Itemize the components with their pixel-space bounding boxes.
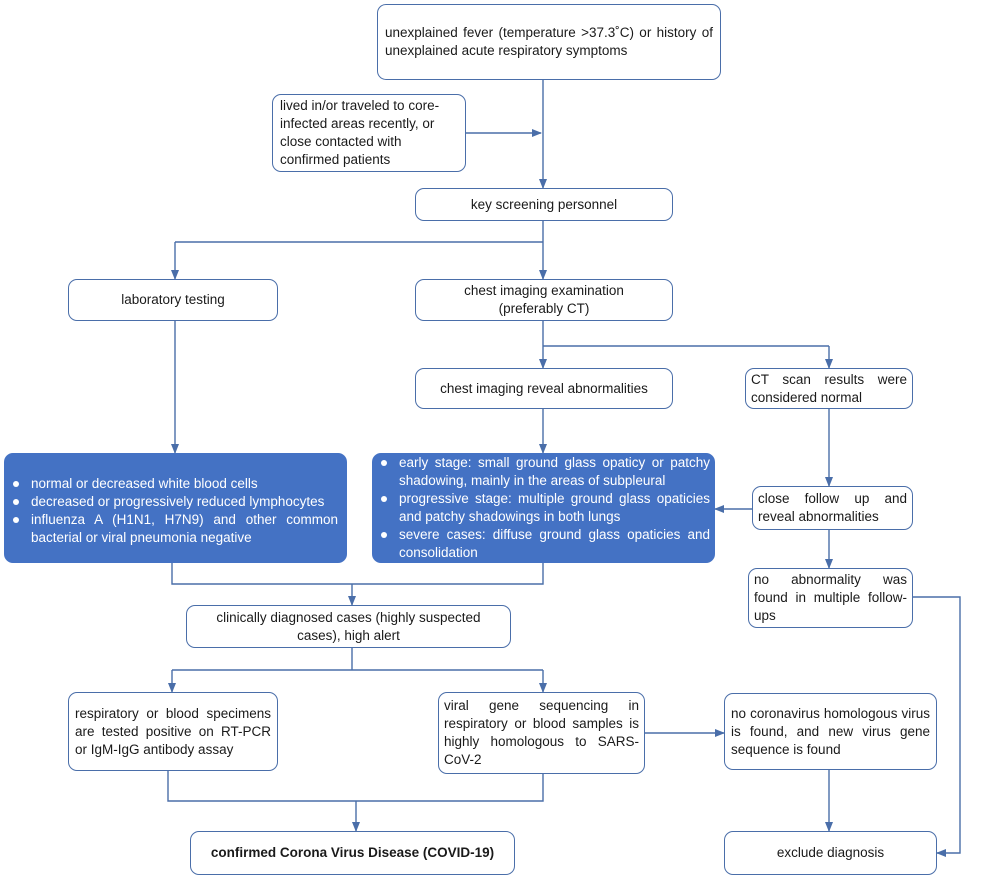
no-abnormality-text: no abnormality was found in multiple fol… [754, 572, 907, 623]
rt-pcr-node: respiratory or blood specimens are teste… [68, 692, 278, 771]
lab-finding-item: influenza A (H1N1, H7N9) and other commo… [5, 511, 338, 547]
clinical-diagnosis-node: clinically diagnosed cases (highly suspe… [186, 605, 511, 648]
imaging-abnormal-node: chest imaging reveal abnormalities [415, 368, 673, 409]
lab-finding-item: decreased or progressively reduced lymph… [5, 493, 338, 511]
lab-finding-item: normal or decreased white blood cells [5, 475, 338, 493]
imaging-finding-item: progressive stage: multiple ground glass… [373, 490, 710, 526]
chest-imaging-node: chest imaging examination (preferably CT… [415, 279, 673, 321]
ct-normal-text: CT scan results were considered normal [751, 371, 907, 405]
imaging-findings-list: early stage: small ground glass opaticy … [373, 454, 710, 562]
screening-text: key screening personnel [470, 196, 618, 212]
connector-confirm-merge [167, 771, 544, 802]
clinical-diagnosis-text: clinically diagnosed cases (highly suspe… [216, 609, 481, 643]
lab-testing-text: laboratory testing [121, 292, 225, 307]
connector-screening-split [175, 221, 544, 243]
fever-node: unexplained fever (temperature >37.3˚C) … [377, 4, 721, 80]
connector-findings-merge [171, 563, 544, 585]
chest-imaging-text: chest imaging examination (preferably CT… [464, 283, 624, 316]
confirmed-text: confirmed Corona Virus Disease (COVID-19… [210, 845, 495, 860]
exclude-text: exclude diagnosis [776, 845, 885, 860]
follow-up-text: close follow up and reveal abnormalities [758, 491, 907, 524]
ct-normal-node: CT scan results were considered normal [745, 368, 913, 409]
exposure-node: lived in/or traveled to core-infected ar… [272, 94, 466, 172]
follow-up-node: close follow up and reveal abnormalities [752, 486, 913, 530]
no-homology-node: no coronavirus homologous virus is found… [724, 693, 937, 770]
connector-chest-split [542, 321, 829, 347]
connector-clinical-split [172, 648, 543, 671]
lab-findings-list: normal or decreased white blood cells de… [5, 475, 338, 547]
no-abnormality-node: no abnormality was found in multiple fol… [748, 568, 913, 628]
gene-sequencing-text: viral gene sequencing in respiratory or … [444, 698, 639, 767]
no-homology-text: no coronavirus homologous virus is found… [731, 705, 930, 757]
lab-testing-node: laboratory testing [68, 279, 278, 321]
imaging-finding-item: severe cases: diffuse ground glass opati… [373, 526, 710, 562]
fever-text: unexplained fever (temperature >37.3˚C) … [385, 25, 713, 58]
imaging-abnormal-text: chest imaging reveal abnormalities [440, 380, 648, 396]
exclude-node: exclude diagnosis [724, 831, 937, 875]
gene-sequencing-node: viral gene sequencing in respiratory or … [438, 692, 645, 774]
rt-pcr-text: respiratory or blood specimens are teste… [75, 705, 271, 757]
screening-node: key screening personnel [415, 188, 673, 221]
imaging-finding-item: early stage: small ground glass opaticy … [373, 454, 710, 490]
lab-findings-node: normal or decreased white blood cells de… [4, 453, 347, 563]
exposure-text: lived in/or traveled to core-infected ar… [280, 98, 440, 167]
confirmed-node: confirmed Corona Virus Disease (COVID-19… [190, 831, 515, 875]
connector-no-abnormality-to-exclude [913, 596, 961, 857]
imaging-findings-node: early stage: small ground glass opaticy … [372, 453, 715, 563]
